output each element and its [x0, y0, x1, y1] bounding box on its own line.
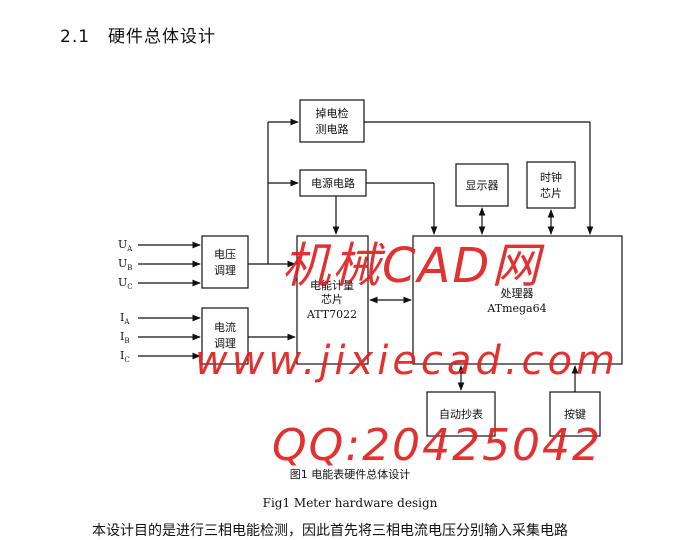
input-uc: UC [118, 276, 133, 291]
metering-chip-label-1: 电能计量 [310, 278, 354, 292]
clock-chip-block [526, 161, 576, 209]
auto-reading-label: 自动抄表 [439, 407, 483, 421]
metering-chip-label-3: ATT7022 [306, 308, 357, 321]
voltage-label-2: 调理 [214, 264, 236, 277]
input-ia: IA [120, 311, 130, 326]
display-label: 显示器 [466, 179, 499, 192]
section-number: 2.1 [60, 27, 91, 47]
input-ic: IC [120, 349, 130, 364]
input-ub: UB [118, 257, 132, 272]
processor-label-2: ATmega64 [486, 302, 546, 315]
clock-label-1: 时钟 [540, 170, 562, 184]
voltage-label-1: 电压 [214, 248, 236, 261]
clock-label-2: 芯片 [540, 186, 562, 200]
input-ua: UA [118, 238, 133, 253]
power-fail-label-2: 测电路 [316, 123, 349, 136]
keys-label: 按键 [564, 407, 586, 421]
metering-chip-block [296, 235, 369, 365]
section-title: 硬件总体设计 [108, 27, 217, 47]
display-block [455, 163, 509, 207]
current-label-1: 电流 [214, 320, 236, 334]
body-paragraph: 本设计目的是进行三相电能检测，因此首先将三相电流电压分别输入采集电路 [92, 523, 568, 539]
figure-caption-chinese: 图1 电能表硬件总体设计 [289, 468, 411, 481]
current-conditioning-block [201, 307, 249, 365]
current-label-2: 调理 [214, 337, 236, 350]
processor-label-1: 处理器 [501, 287, 534, 300]
power-fail-label-1: 掉电检 [316, 106, 349, 120]
figure-caption-english: Fig1 Meter hardware design [262, 496, 438, 510]
power-supply-label: 电源电路 [311, 176, 355, 190]
voltage-conditioning-block [201, 235, 249, 289]
power-fail-detect-block [299, 99, 365, 143]
auto-meter-reading-block [426, 391, 496, 437]
processor-block [412, 235, 623, 365]
input-ib: IB [120, 330, 130, 345]
metering-chip-label-2: 芯片 [321, 292, 343, 306]
section-heading: 2.1 硬件总体设计 [60, 22, 216, 47]
